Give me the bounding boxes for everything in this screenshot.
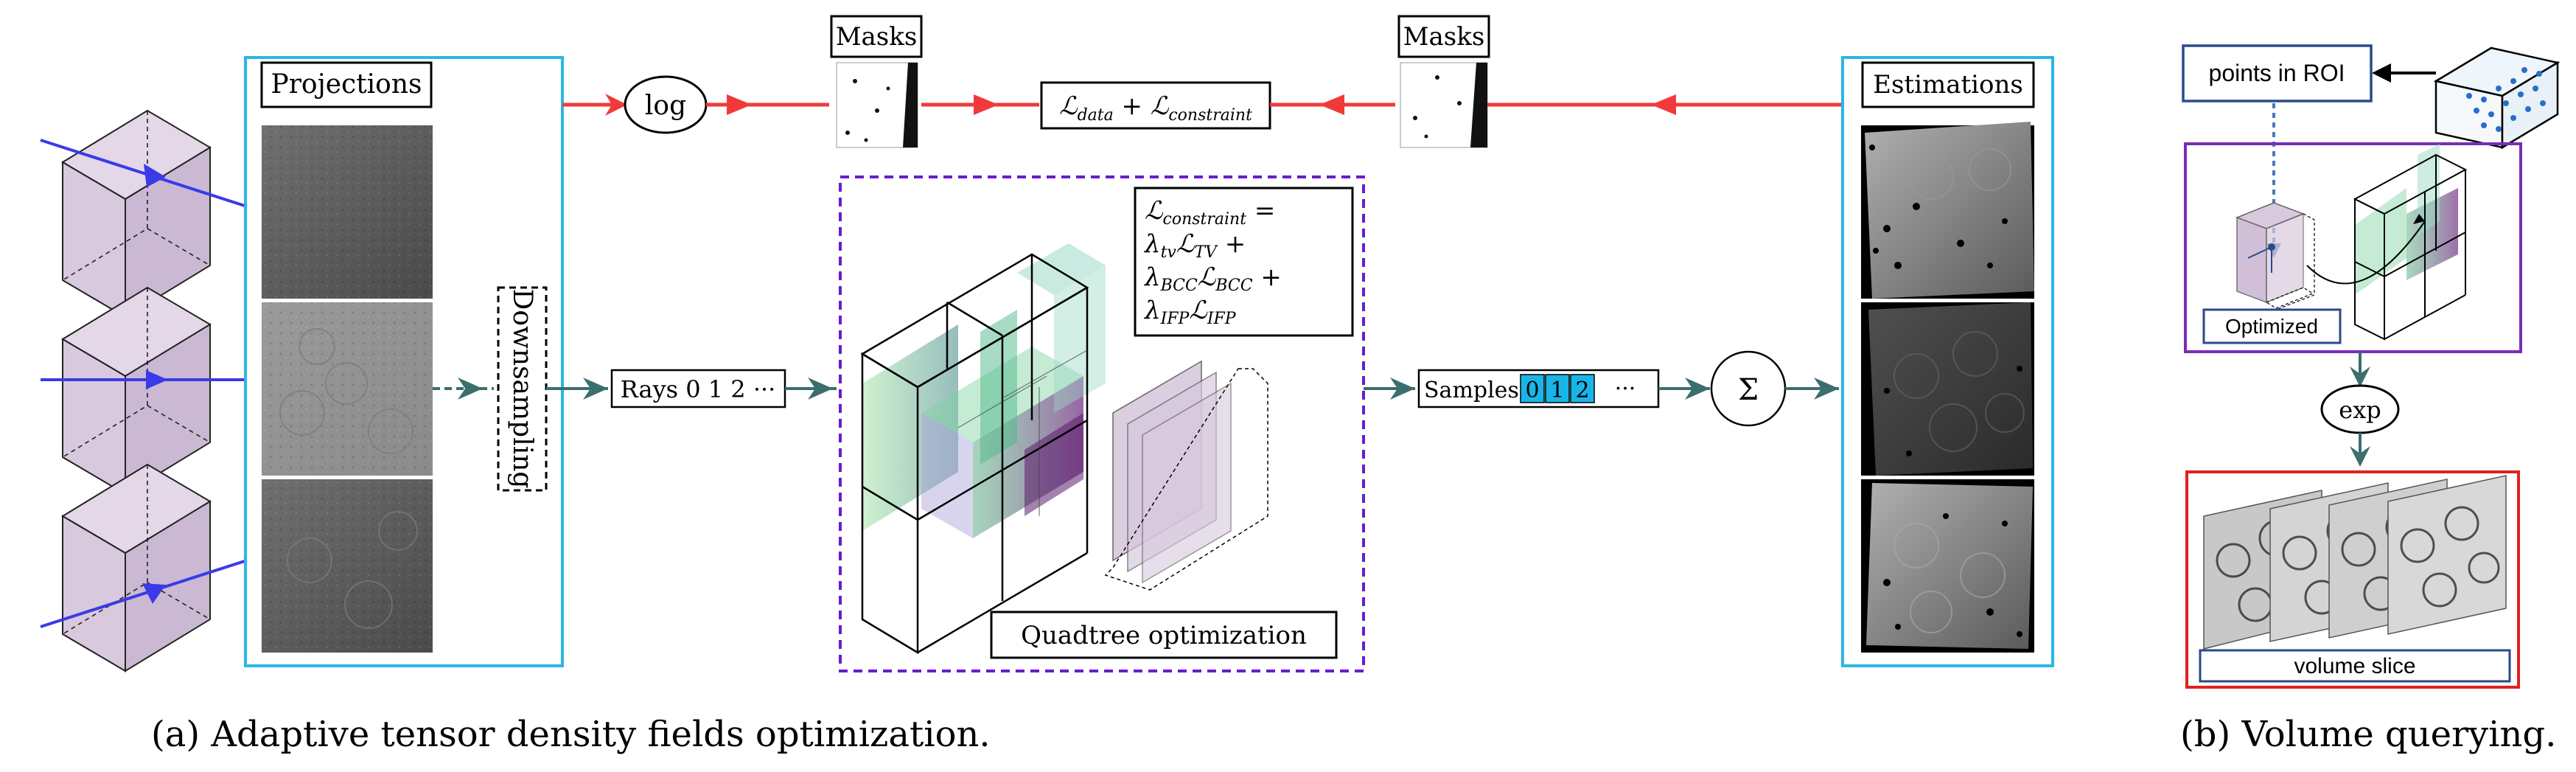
downsampling-label: Downsampling bbox=[507, 289, 537, 489]
ray-1-head bbox=[144, 164, 166, 187]
volume-slice-label: volume slice bbox=[2294, 654, 2415, 678]
points-in-roi-box bbox=[2182, 44, 2373, 102]
cube-bottom bbox=[61, 463, 212, 672]
estimation-image-1 bbox=[1861, 122, 2034, 299]
estimation-image-3 bbox=[1861, 479, 2034, 653]
cube-middle bbox=[61, 286, 212, 495]
quadtree-label-box bbox=[990, 611, 1338, 659]
cube-top bbox=[61, 109, 212, 319]
samples-label: Samples bbox=[1424, 378, 1519, 403]
sum-symbol: Σ bbox=[1738, 373, 1759, 407]
constraint-line-1: ℒconstraint = bbox=[1145, 196, 1275, 229]
roi-cube bbox=[2433, 46, 2561, 150]
slice-4 bbox=[2387, 475, 2507, 635]
volume-slices bbox=[2203, 475, 2507, 650]
rays-box bbox=[610, 369, 786, 408]
rays-label: Rays 0 1 2 ··· bbox=[621, 375, 776, 403]
ray-1 bbox=[40, 139, 248, 208]
optimized-label-box bbox=[2202, 308, 2342, 344]
masks-right-label: Masks bbox=[1403, 22, 1485, 52]
quadtree-volume bbox=[860, 243, 1106, 655]
volume-querying-panel: points in ROI bbox=[2182, 44, 2561, 689]
samples-more: ··· bbox=[1615, 376, 1636, 402]
volume-slice-frame bbox=[2185, 470, 2520, 689]
quadtree-panel: ℒconstraint = λtvℒTV + λBCCℒBCC + λIFPℒI… bbox=[839, 175, 1365, 672]
constraint-line-2: λtvℒTV + bbox=[1143, 229, 1246, 262]
optimized-label: Optimized bbox=[2225, 315, 2318, 338]
projection-images bbox=[262, 125, 433, 653]
sample-indices: 0 1 2 bbox=[1520, 374, 1595, 403]
constraint-equation: ℒconstraint = λtvℒTV + λBCCℒBCC + λIFPℒI… bbox=[1143, 196, 1282, 328]
points-in-roi-label: points in ROI bbox=[2209, 60, 2345, 86]
volume-slice-label-box bbox=[2199, 649, 2511, 683]
optimized-volume-mini bbox=[2235, 144, 2468, 341]
estimation-image-2 bbox=[1861, 302, 2034, 476]
constraint-line-4: λIFPℒIFP bbox=[1143, 296, 1237, 328]
masks-left-label: Masks bbox=[836, 22, 918, 52]
sample-index-1: 1 bbox=[1550, 378, 1564, 403]
ray-3 bbox=[40, 559, 248, 628]
log-label: log bbox=[645, 91, 686, 121]
sample-cubes bbox=[40, 109, 248, 672]
sample-index-0: 0 bbox=[1525, 378, 1539, 403]
ray-2-head bbox=[146, 370, 168, 389]
projections-title: Projections bbox=[270, 69, 422, 100]
constraint-box bbox=[1134, 187, 1354, 337]
teal-sample-flow: Rays 0 1 2 ··· Samples 0 1 2 ··· Σ bbox=[433, 350, 1839, 427]
loss-main-text: ℒdata + ℒconstraint bbox=[1059, 91, 1252, 125]
optimized-frame bbox=[2184, 142, 2522, 353]
red-loss-flow: log Masks ℒdata + ℒconstraint Masks bbox=[562, 15, 1843, 148]
projections-panel: Projections Downsampling bbox=[244, 56, 564, 667]
sample-index-2: 2 bbox=[1575, 378, 1589, 403]
estimations-panel: Estimations bbox=[1841, 56, 2054, 667]
loss-main-box bbox=[1040, 81, 1271, 130]
optimized-planes bbox=[1104, 360, 1268, 591]
quadtree-label: Quadtree optimization bbox=[1021, 621, 1307, 650]
estimations-title: Estimations bbox=[1873, 70, 2023, 100]
caption-a: (a) Adaptive tensor density fields optim… bbox=[151, 714, 991, 755]
exp-label: exp bbox=[2339, 396, 2381, 424]
caption-b: (b) Volume querying. bbox=[2180, 714, 2556, 755]
constraint-line-3: λBCCℒBCC + bbox=[1143, 262, 1282, 295]
ray-3-head bbox=[142, 583, 166, 604]
